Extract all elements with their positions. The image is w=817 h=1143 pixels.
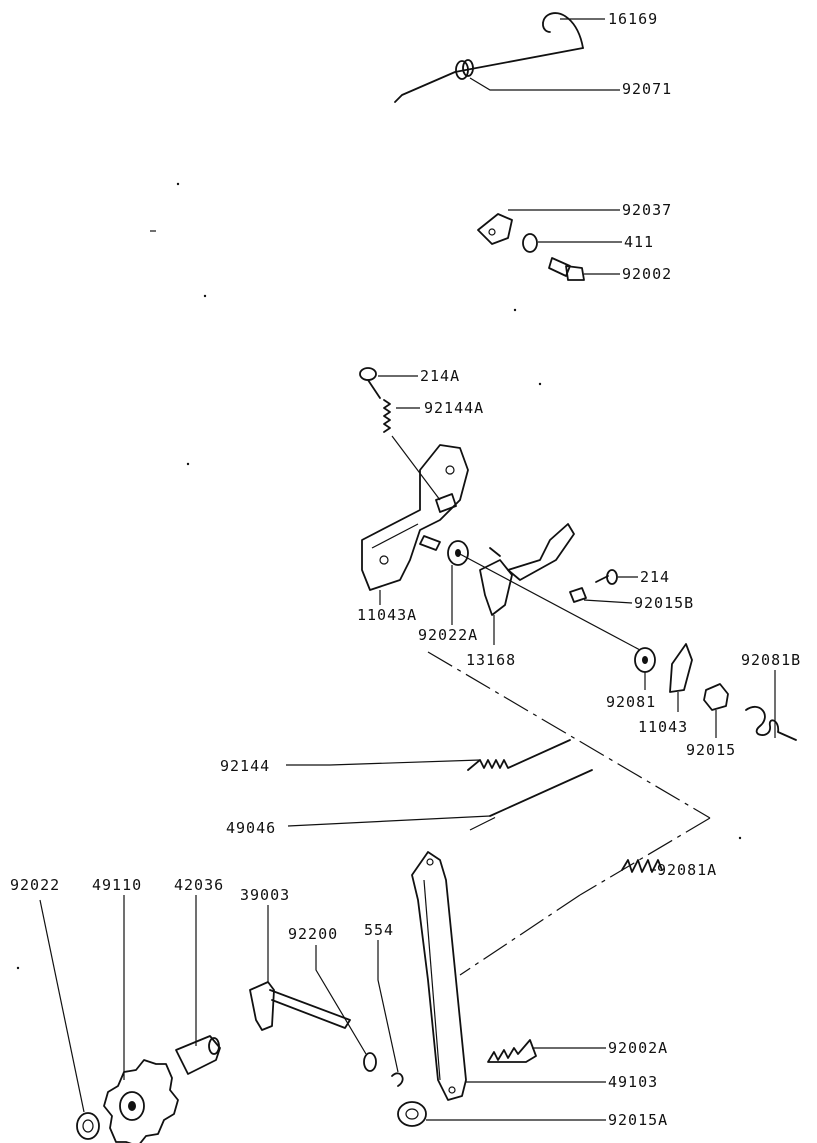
part-92022-washer <box>76 1112 100 1140</box>
leader-92071 <box>469 77 620 91</box>
label-11043A: 11043A <box>357 606 417 624</box>
label-49103: 49103 <box>608 1073 658 1091</box>
part-13168-lever <box>479 523 575 616</box>
part-92002A-bolt <box>487 1039 537 1063</box>
label-92015B: 92015B <box>634 594 694 612</box>
label-16169: 16169 <box>608 10 658 28</box>
part-92144A-spring <box>383 399 441 501</box>
part-49046-rod <box>489 769 593 817</box>
part-shaft-pin <box>419 535 441 551</box>
part-49110-gear <box>103 1059 179 1143</box>
part-92081-washer <box>634 647 656 673</box>
leader-92200 <box>315 945 367 1055</box>
shaft-axis <box>457 552 641 651</box>
part-92200-washer <box>363 1052 377 1072</box>
label-92144A: 92144A <box>424 399 484 417</box>
label-49046: 49046 <box>226 819 276 837</box>
label-214: 214 <box>640 568 670 586</box>
label-42036: 42036 <box>174 876 224 894</box>
leader-49046 <box>287 815 491 827</box>
part-554-clip <box>391 1072 404 1087</box>
label-11043: 11043 <box>638 718 688 736</box>
part-11043A-bracket <box>361 444 469 591</box>
part-92081A-spring <box>621 859 663 873</box>
speck <box>16 966 20 970</box>
label-92022A: 92022A <box>418 626 478 644</box>
label-92037: 92037 <box>622 201 672 219</box>
part-411-washer <box>522 233 538 253</box>
speck <box>513 308 517 312</box>
alignment-line-lower <box>459 894 581 976</box>
part-39003-shaft <box>249 981 351 1031</box>
speck <box>176 182 180 186</box>
leader-92022 <box>39 899 85 1113</box>
part-92015A-nut <box>397 1101 427 1127</box>
part-92081B-spring <box>745 705 797 741</box>
alignment-line-upper <box>427 651 711 819</box>
speck <box>203 294 207 298</box>
speck <box>186 462 190 466</box>
label-92081: 92081 <box>606 693 656 711</box>
label-92002A: 92002A <box>608 1039 668 1057</box>
part-92144-spring <box>467 739 571 771</box>
label-92144: 92144 <box>220 757 270 775</box>
part-92015-nut <box>703 683 729 711</box>
label-13168: 13168 <box>466 651 516 669</box>
label-92022: 92022 <box>10 876 60 894</box>
part-92002-bolt <box>548 257 585 281</box>
label-39003: 39003 <box>240 886 290 904</box>
label-214A: 214A <box>420 367 460 385</box>
label-92081A: 92081A <box>657 861 717 879</box>
part-16169-hook <box>542 12 584 49</box>
part-214A-screw <box>359 367 381 399</box>
label-92200: 92200 <box>288 925 338 943</box>
label-92071: 92071 <box>622 80 672 98</box>
part-92037-clip <box>477 213 513 245</box>
part-42036-pin <box>175 1035 221 1075</box>
alignment-line-short <box>469 814 501 831</box>
speck <box>538 382 542 386</box>
speck <box>738 836 742 840</box>
alignment-line-right <box>579 817 711 896</box>
label-92015: 92015 <box>686 741 736 759</box>
leader-92144 <box>286 759 481 766</box>
part-11043-lever <box>669 643 693 693</box>
part-214-screw <box>595 569 618 585</box>
leader-92015B <box>583 599 633 604</box>
label-92081B: 92081B <box>741 651 801 669</box>
label-49110: 49110 <box>92 876 142 894</box>
part-92015B-nut <box>569 587 587 603</box>
part-92071-rod <box>394 47 584 103</box>
leader-554 <box>377 940 399 1073</box>
label-92015A: 92015A <box>608 1111 668 1129</box>
label-411: 411 <box>624 233 654 251</box>
part-49103-lever <box>411 851 467 1101</box>
label-92002: 92002 <box>622 265 672 283</box>
label-554: 554 <box>364 921 394 939</box>
